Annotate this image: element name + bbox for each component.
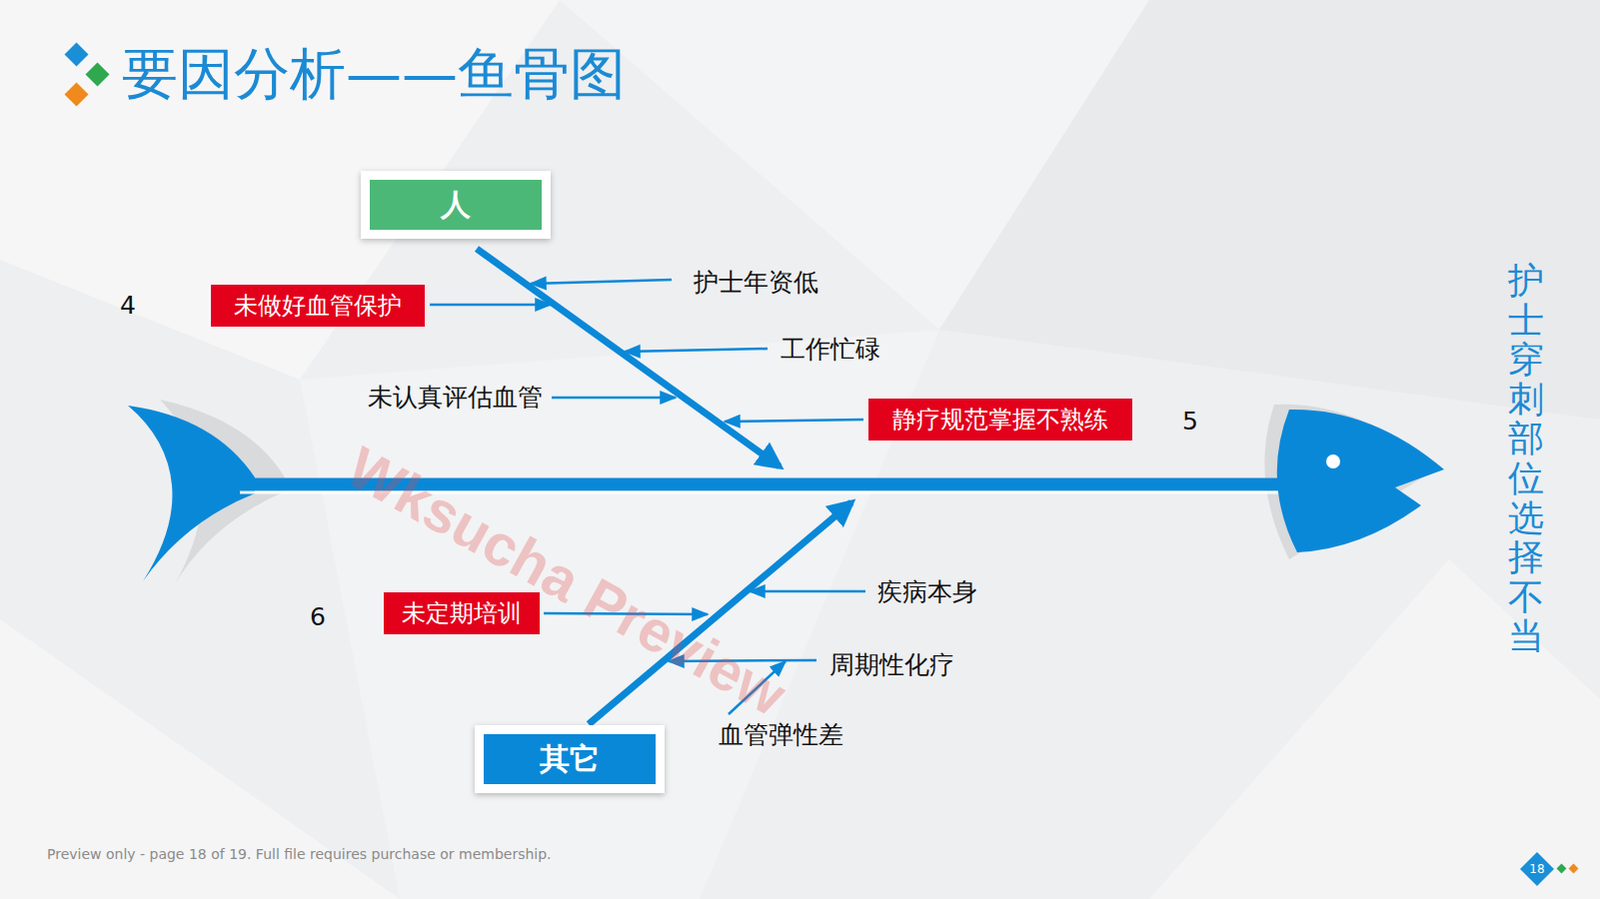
callout-number: 5 <box>1182 406 1199 437</box>
callout-number: 4 <box>119 290 136 321</box>
callout-number: 6 <box>309 602 326 633</box>
cause-text: 工作忙碌 <box>780 334 881 365</box>
fish-tail <box>127 405 255 582</box>
page-number: 18 <box>1517 852 1558 887</box>
node-text: 其它 <box>539 739 600 781</box>
category-box: 人 <box>360 170 551 239</box>
cause-box: 静疗规范掌握不熟练 <box>868 398 1133 441</box>
category-box: 其它 <box>474 725 665 794</box>
footer-note: Preview only - page 18 of 19. Full file … <box>46 846 552 864</box>
watermark: Wksucha Preview <box>335 432 798 731</box>
cause-text: 血管弹性差 <box>718 720 844 751</box>
node-text: 静疗规范掌握不熟练 <box>892 403 1109 436</box>
node-text: 18 <box>1529 862 1545 877</box>
node-text: 未做好血管保护 <box>233 289 402 322</box>
cause-text: 疾病本身 <box>877 577 978 608</box>
cause-text: 护士年资低 <box>693 267 819 298</box>
cause-box: 未定期培训 <box>383 592 540 635</box>
node-text: 人 <box>440 184 471 226</box>
cause-text: 周期性化疗 <box>829 650 955 681</box>
cause-box: 未做好血管保护 <box>210 284 425 327</box>
slide-title: 要因分析——鱼骨图 <box>121 39 626 107</box>
effect-text: 护士穿刺部位选择不当 <box>1508 260 1545 657</box>
node-text: 未定期培训 <box>401 597 522 630</box>
fish-head <box>1277 409 1445 553</box>
cause-text: 未认真评估血管 <box>367 382 543 413</box>
logo <box>63 41 109 106</box>
